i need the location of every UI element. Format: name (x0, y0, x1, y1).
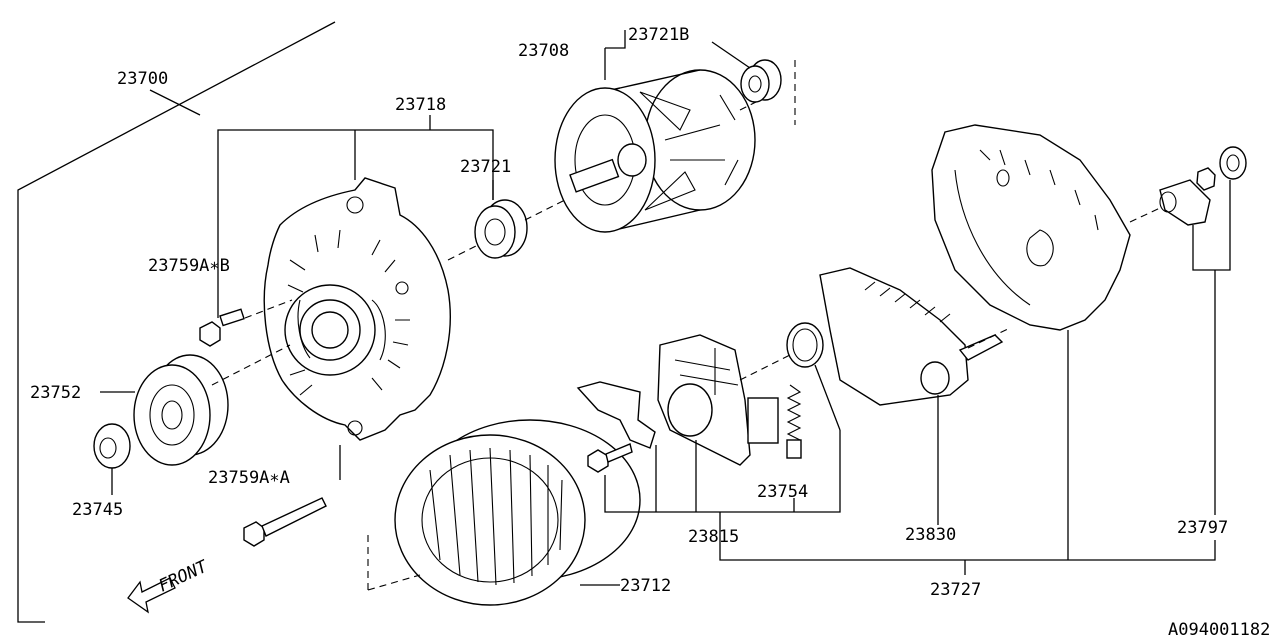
front-mark-label: FRONT (156, 556, 212, 596)
terminal (1159, 146, 1247, 515)
label-23718: 23718 (395, 95, 446, 115)
bolt-b (199, 299, 293, 347)
nut (93, 423, 131, 495)
label-23745: 23745 (72, 500, 123, 520)
label-23759a-b: 23759A∗B (148, 256, 230, 276)
assembly-bracket (17, 21, 336, 623)
label-23830: 23830 (905, 525, 956, 545)
rear-cover (719, 124, 1216, 575)
label-23727: 23727 (930, 580, 981, 600)
o-ring (786, 322, 841, 431)
pulley (100, 344, 291, 466)
rectifier (819, 267, 1011, 525)
label-23754: 23754 (757, 482, 808, 502)
reference-code: A094001182 (1168, 620, 1270, 640)
brush (786, 384, 802, 512)
front-arrow: FRONT (127, 556, 212, 614)
label-23721b: 23721B (628, 25, 689, 45)
part-labels: 23700 23718 23708 23721B 23721 23759A∗B … (30, 25, 1270, 640)
label-23797: 23797 (1177, 518, 1228, 538)
rotor-bearing (711, 41, 796, 125)
bearing (447, 180, 566, 261)
label-23752: 23752 (30, 383, 81, 403)
front-cover (263, 177, 451, 441)
rotor (554, 30, 761, 233)
bolt-a (243, 445, 341, 547)
label-23712: 23712 (620, 576, 671, 596)
label-23700: 23700 (117, 69, 168, 89)
label-23721: 23721 (460, 157, 511, 177)
stator (367, 419, 641, 606)
label-23708: 23708 (518, 41, 569, 61)
label-23759a-a: 23759A∗A (208, 468, 290, 488)
label-23815: 23815 (688, 527, 739, 547)
front-cover-bracket (217, 115, 494, 318)
regulator (576, 334, 841, 530)
